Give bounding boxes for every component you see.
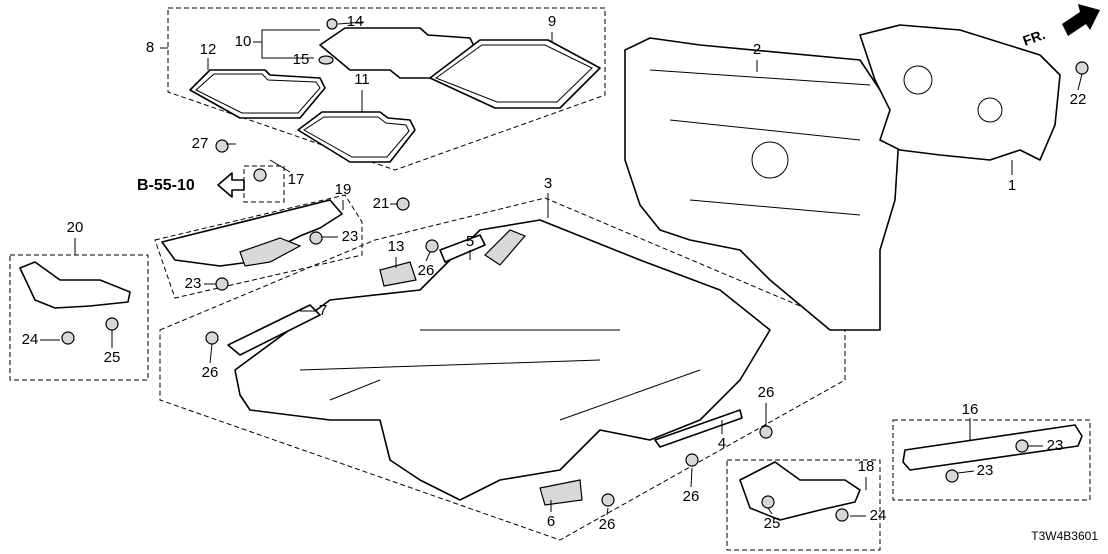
mat-clip-14: [326, 18, 338, 30]
callout-11: 11: [354, 71, 370, 88]
clips: [61, 139, 1029, 522]
floor-mat-group-box: [167, 7, 606, 171]
dashboard-insulator-1: [859, 24, 1061, 161]
callout-3: 3: [544, 175, 552, 192]
floor-carpet-3: [227, 219, 771, 506]
floor-carpet-group-box: [159, 197, 846, 541]
kick-panel-group-box: [154, 194, 363, 299]
callout-14: 14: [347, 13, 364, 30]
callout-9: 9: [548, 13, 556, 30]
callout-23: 23: [1047, 437, 1064, 454]
callout-10: 10: [235, 33, 252, 50]
front-direction-label: FR.: [1021, 26, 1048, 49]
clip-17-box: [243, 165, 285, 203]
callouts: 1 2 3 4 5 6 7 8 9 10 11 12 13 14 15 16 1…: [22, 13, 1087, 533]
callout-6: 6: [547, 513, 555, 530]
callout-21: 21: [373, 195, 390, 212]
trim-20: [19, 261, 131, 309]
reference-b-55-10[interactable]: B-55-10: [137, 172, 245, 198]
front-direction-arrow: FR.: [1021, 4, 1100, 49]
callout-23: 23: [342, 228, 359, 245]
callout-26: 26: [683, 488, 700, 505]
sill-trim-16: [902, 424, 1083, 471]
clip-22: [1075, 61, 1089, 75]
callout-2: 2: [753, 41, 761, 58]
trim-16-group-box: [892, 419, 1091, 501]
diagram-code: T3W4B3601: [1031, 529, 1098, 543]
callout-25: 25: [764, 515, 781, 532]
callout-16: 16: [962, 401, 979, 418]
callout-19: 19: [335, 181, 352, 198]
callout-20: 20: [67, 219, 84, 236]
callout-15: 15: [293, 51, 310, 68]
floor-mat-11: [297, 111, 416, 163]
reference-label[interactable]: B-55-10: [137, 177, 195, 194]
floor-mat-12: [189, 69, 326, 119]
callout-25: 25: [104, 349, 121, 366]
callout-18: 18: [858, 458, 875, 475]
callout-26: 26: [758, 384, 775, 401]
kick-panel-19: [161, 199, 343, 267]
callout-23: 23: [185, 275, 202, 292]
callout-12: 12: [200, 41, 217, 58]
callout-26: 26: [599, 516, 616, 533]
callout-13: 13: [388, 238, 405, 255]
callout-7: 7: [319, 302, 327, 319]
mat-clip-15: [318, 55, 334, 65]
trim-18-group-box: [726, 459, 881, 551]
trim-20-group-box: [9, 254, 149, 381]
leader-lines: [40, 21, 1083, 517]
callout-26: 26: [418, 262, 435, 279]
floor-mat-9: [429, 39, 601, 109]
callout-1: 1: [1008, 177, 1016, 194]
dashboard-insulator-2: [624, 37, 901, 331]
callout-24: 24: [22, 331, 39, 348]
callout-26: 26: [202, 364, 219, 381]
callout-4: 4: [718, 435, 726, 452]
callout-27: 27: [192, 135, 209, 152]
callout-5: 5: [466, 233, 474, 250]
callout-24: 24: [870, 507, 887, 524]
callout-22: 22: [1070, 91, 1087, 108]
callout-23: 23: [977, 462, 994, 479]
callout-17: 17: [288, 171, 305, 188]
callout-8: 8: [146, 39, 154, 56]
